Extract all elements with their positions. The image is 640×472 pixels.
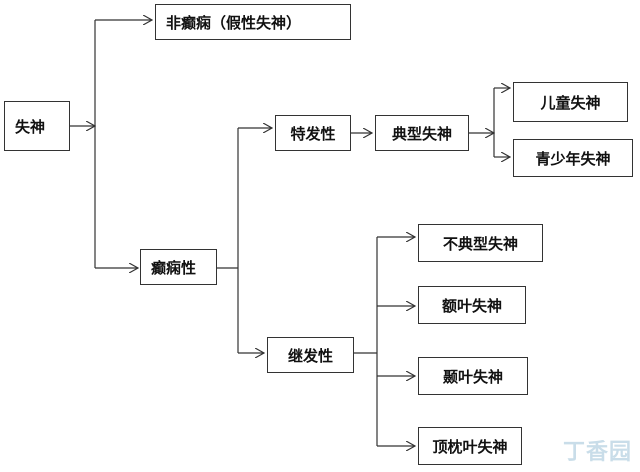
node-root: 失神: [4, 101, 70, 151]
node-juvenile: 青少年失神: [513, 139, 633, 177]
watermark-logo: 丁香园: [562, 440, 632, 465]
node-childhood: 儿童失神: [513, 82, 628, 122]
node-non-epileptic: 非癫痫（假性失神）: [155, 4, 351, 40]
node-typical: 典型失神: [375, 115, 469, 151]
node-atypical: 不典型失神: [418, 224, 543, 262]
node-frontal: 额叶失神: [418, 286, 526, 324]
node-idiopathic: 特发性: [275, 115, 351, 151]
node-parieto-occipital: 顶枕叶失神: [418, 427, 522, 465]
node-secondary: 继发性: [267, 337, 354, 373]
node-epileptic: 癫痫性: [140, 249, 217, 285]
node-temporal: 颞叶失神: [418, 357, 528, 395]
